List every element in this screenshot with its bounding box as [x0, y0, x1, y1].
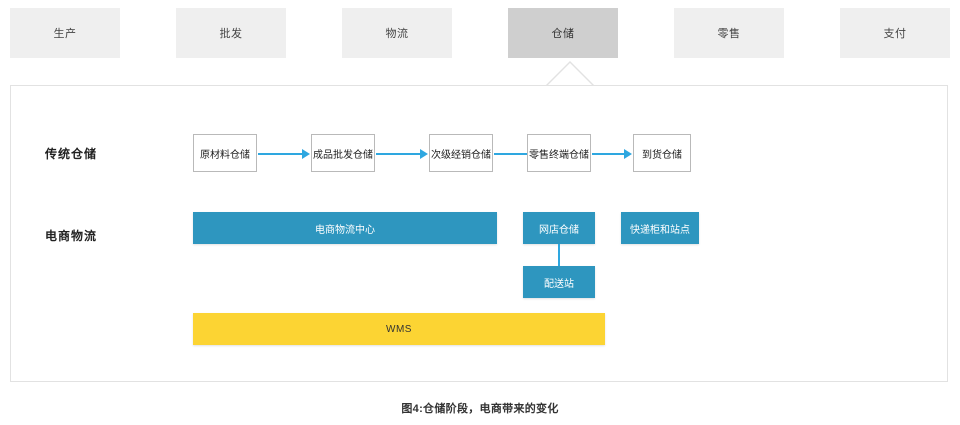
arrow-shaft: [258, 153, 302, 155]
ecommerce-logistics-center-block[interactable]: 电商物流中心: [193, 212, 497, 244]
row-label-traditional: 传统仓储: [45, 147, 98, 161]
tab-production[interactable]: 生产: [10, 8, 120, 58]
tab-label: 零售: [717, 28, 741, 40]
flow-arrow-1: [258, 149, 310, 159]
arrow-head-icon: [420, 149, 428, 159]
express-lockers-block[interactable]: 快递柜和站点: [621, 212, 699, 244]
online-store-warehouse-block[interactable]: 网店仓储: [523, 212, 595, 244]
trad-box-secondary-distribution[interactable]: 次级经销仓储: [429, 134, 493, 172]
tab-label: 物流: [385, 28, 409, 40]
tab-label: 生产: [53, 28, 77, 40]
trad-box-finished-wholesale[interactable]: 成品批发仓储: [311, 134, 375, 172]
tab-retail[interactable]: 零售: [674, 8, 784, 58]
figure-caption: 图4:仓储阶段，电商带来的变化: [401, 403, 559, 415]
trad-box-raw-material[interactable]: 原材料仓储: [193, 134, 257, 172]
delivery-station-block[interactable]: 配送站: [523, 266, 595, 298]
tab-payment[interactable]: 支付: [840, 8, 950, 58]
tab-logistics[interactable]: 物流: [342, 8, 452, 58]
flow-arrow-4: [592, 149, 632, 159]
arrow-shaft: [376, 153, 420, 155]
arrow-head-icon: [302, 149, 310, 159]
tab-label: 仓储: [551, 28, 575, 40]
arrow-shaft: [592, 153, 624, 155]
stage-tabs: 生产 批发 物流 仓储 零售 支付: [10, 8, 950, 58]
flow-arrow-2: [376, 149, 428, 159]
tab-wholesale[interactable]: 批发: [176, 8, 286, 58]
active-tab-pointer-fill: [547, 63, 593, 86]
arrow-shaft: [494, 153, 538, 155]
tab-label: 支付: [883, 28, 907, 40]
trad-box-arrival[interactable]: 到货仓储: [633, 134, 691, 172]
arrow-head-icon: [624, 149, 632, 159]
tab-warehousing[interactable]: 仓储: [508, 8, 618, 58]
wms-bar[interactable]: WMS: [193, 313, 605, 345]
trad-box-retail-terminal[interactable]: 零售终端仓储: [527, 134, 591, 172]
row-label-ecommerce: 电商物流: [45, 229, 98, 243]
tab-label: 批发: [219, 28, 243, 40]
arrow-shaft: [558, 244, 560, 268]
diagram-panel: 传统仓储 电商物流 原材料仓储 成品批发仓储 次级经销仓储 零售终端仓储 到货仓…: [10, 85, 948, 382]
